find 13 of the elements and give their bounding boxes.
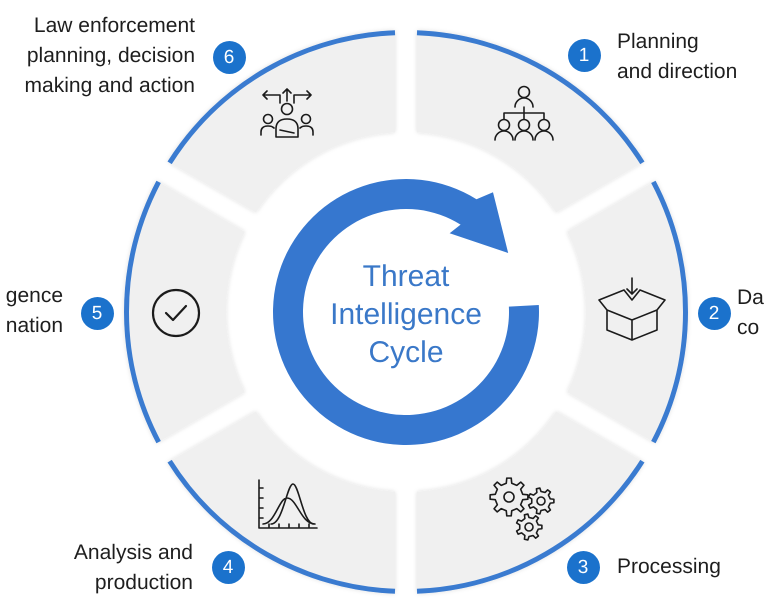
step-number-badge: 4 (212, 550, 244, 584)
step-number-badge: 5 (80, 296, 114, 330)
title: Threat Intelligence Cycle (329, 259, 483, 371)
step-label: Law enforcement planning, decision making and action (24, 13, 195, 99)
step-number-badge: 3 (566, 550, 600, 584)
step-number-badge: 2 (698, 296, 730, 330)
step-number-badge: 6 (212, 40, 246, 74)
step-label: Planning and direction (617, 29, 738, 85)
step-label: Da co (737, 285, 765, 341)
step-label: gence nation (4, 283, 63, 339)
step-label: Analysis and production (72, 540, 193, 596)
step-number-badge: 1 (568, 38, 600, 72)
step-label: Processing (617, 554, 722, 580)
